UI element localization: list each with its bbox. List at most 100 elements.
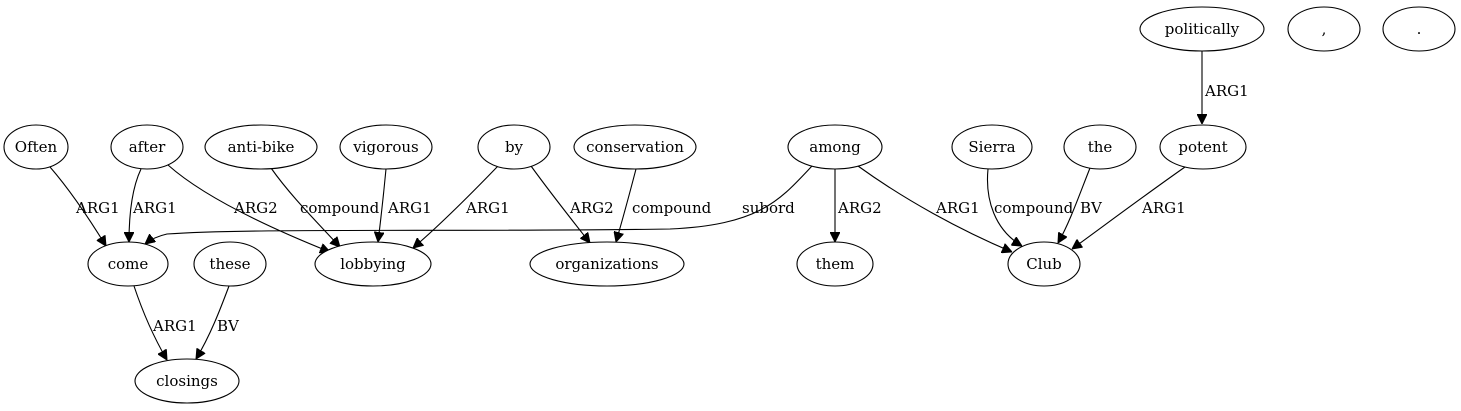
edge-label: ARG1 (1141, 199, 1186, 217)
edge-sierra-to-club: compound (986, 168, 1074, 246)
node-ellipse (529, 241, 685, 287)
node-label: organizations (555, 255, 658, 273)
node-comma: , (1287, 6, 1361, 52)
edge-among-to-come: subord (145, 165, 813, 244)
edge-line (145, 165, 813, 244)
node-ellipse (87, 241, 169, 287)
edge-anti-bike-to-lobbying: compound (270, 167, 380, 247)
edge-line (413, 165, 499, 248)
edge-label: ARG1 (1204, 82, 1249, 100)
node-label: them (816, 255, 855, 273)
edge-the-to-club: BV (1058, 167, 1103, 243)
node-label: Club (1026, 255, 1062, 273)
node-politically: politically (1139, 6, 1265, 52)
node-ellipse (1139, 6, 1265, 52)
node-ellipse (193, 241, 267, 287)
edge-by-to-organizations: ARG2 (530, 165, 614, 243)
node-ellipse (787, 124, 883, 170)
node-label: closings (156, 372, 218, 390)
node-label: Often (15, 138, 58, 156)
edge-line (196, 285, 230, 359)
edge-line (270, 167, 340, 247)
node-lobbying: lobbying (314, 241, 432, 287)
node-label: lobbying (340, 255, 406, 273)
edge-label: ARG1 (935, 199, 980, 217)
node-club: Club (1007, 241, 1081, 287)
node-ellipse (204, 124, 318, 170)
edge-label: BV (217, 317, 240, 335)
edge-politically-to-potent: ARG1 (1202, 51, 1249, 124)
edge-line (986, 168, 1022, 246)
node-these: these (193, 241, 267, 287)
node-ellipse (339, 124, 433, 170)
edge-conservation-to-organizations: compound (616, 168, 712, 242)
edge-after-to-come: ARG1 (129, 168, 177, 242)
node-sierra: Sierra (951, 124, 1033, 170)
node-label: conservation (586, 138, 684, 156)
edge-among-to-them: ARG2 (835, 169, 882, 242)
node-them: them (796, 241, 874, 287)
node-label: politically (1165, 20, 1240, 38)
edge-line (167, 164, 330, 252)
edge-vigorous-to-lobbying: ARG1 (378, 168, 432, 242)
edge-label: ARG2 (837, 199, 882, 217)
node-label: the (1088, 138, 1113, 156)
edge-line (133, 285, 167, 360)
node-label: after (129, 138, 166, 156)
edge-label: ARG1 (152, 317, 197, 335)
node-potent: potent (1159, 124, 1247, 170)
node-label: potent (1178, 138, 1227, 156)
node-ellipse (1382, 6, 1456, 52)
node-the: the (1063, 124, 1137, 170)
node-ellipse (3, 124, 69, 170)
node-label: by (505, 138, 524, 156)
node-label: Sierra (968, 138, 1015, 156)
node-organizations: organizations (529, 241, 685, 287)
node-label: come (108, 255, 149, 273)
node-ellipse (1159, 124, 1247, 170)
node-often: Often (3, 124, 69, 170)
edge-by-to-lobbying: ARG1 (413, 165, 510, 248)
edge-label: compound (632, 199, 712, 217)
node-label: . (1417, 20, 1422, 38)
node-ellipse (796, 241, 874, 287)
edge-line (1058, 167, 1091, 243)
node-label: among (809, 138, 861, 156)
node-ellipse (573, 124, 697, 170)
node-label: vigorous (352, 138, 418, 156)
node-among: among (787, 124, 883, 170)
edge-line (1072, 166, 1186, 249)
edge-label: subord (742, 199, 795, 217)
edge-label: ARG2 (569, 199, 614, 217)
edge-label: BV (1080, 199, 1103, 217)
edge-often-to-come: ARG1 (49, 166, 120, 246)
node-label: anti-bike (228, 138, 295, 156)
node-closings: closings (134, 358, 240, 404)
node-ellipse (1287, 6, 1361, 52)
node-ellipse (110, 124, 184, 170)
edge-potent-to-club: ARG1 (1072, 166, 1186, 249)
node-by: by (477, 124, 551, 170)
edge-label: ARG2 (233, 199, 278, 217)
edge-these-to-closings: BV (196, 285, 240, 359)
edge-line (129, 168, 142, 242)
node-ellipse (134, 358, 240, 404)
node-label: these (209, 255, 250, 273)
node-come: come (87, 241, 169, 287)
edge-line (857, 165, 1012, 252)
edge-line (616, 168, 637, 242)
edge-label: compound (994, 199, 1074, 217)
edge-label: ARG1 (387, 199, 432, 217)
node-after: after (110, 124, 184, 170)
node-conservation: conservation (573, 124, 697, 170)
edge-label: ARG1 (132, 199, 177, 217)
node-ellipse (951, 124, 1033, 170)
edge-line (530, 165, 590, 243)
node-ellipse (1007, 241, 1081, 287)
edge-label: ARG1 (465, 199, 510, 217)
node-period: . (1382, 6, 1456, 52)
node-label: , (1322, 20, 1327, 38)
edge-label: ARG1 (75, 199, 120, 217)
nodes-layer: Often after anti-bike vigorous by conservatio… (3, 6, 1456, 404)
